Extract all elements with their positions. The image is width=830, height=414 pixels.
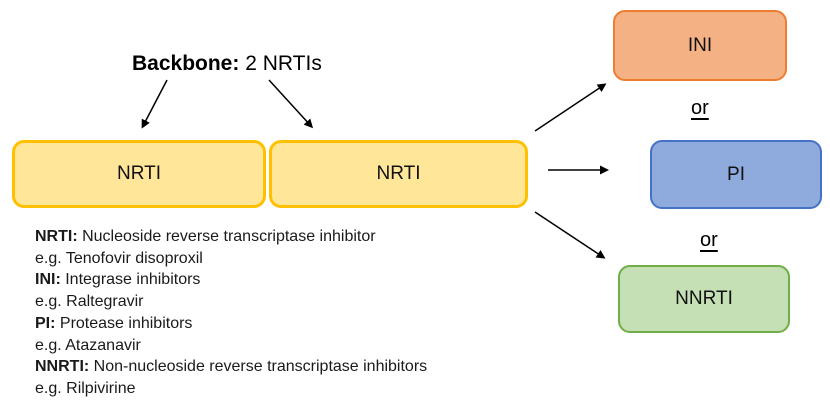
pi-box-label: PI: [727, 163, 745, 185]
or-label-1: or: [691, 97, 709, 119]
pi-box: PI: [650, 140, 822, 209]
arrow-backbone-to-nrti1: [141, 79, 168, 129]
legend-line-nrti-example: e.g. Tenofovir disoproxil: [35, 249, 203, 267]
ini-box-label: INI: [687, 34, 713, 56]
arrow-nrti-to-nnrti: [534, 211, 606, 259]
ini-box: INI: [613, 10, 787, 81]
nnrti-box-label: NNRTI: [675, 288, 733, 309]
legend-line-nnrti-example: e.g. Rilpivirine: [35, 379, 136, 397]
arrow-nrti-to-ini: [534, 83, 607, 132]
legend-line-pi-example: e.g. Atazanavir: [35, 336, 141, 354]
nrti-box-1-label: NRTI: [117, 163, 161, 184]
legend-line-ini-example: e.g. Raltegravir: [35, 293, 144, 311]
legend-line-nrti: NRTI: Nucleoside reverse transcriptase i…: [35, 228, 376, 245]
nrti-box-2: NRTI: [269, 140, 528, 208]
nrti-box-2-label: NRTI: [376, 163, 421, 184]
or-label-2: or: [700, 229, 718, 251]
legend: NRTI: Nucleoside reverse transcriptase i…: [35, 226, 427, 400]
arrow-backbone-to-nrti2: [268, 79, 314, 129]
backbone-title-rest: 2 NRTIs: [239, 52, 322, 75]
nnrti-box: NNRTI: [618, 265, 790, 333]
backbone-title-bold: Backbone:: [132, 52, 240, 75]
backbone-title: Backbone: 2 NRTIs: [132, 52, 322, 75]
legend-line-pi: PI: Protease inhibitors: [35, 314, 193, 332]
nrti-box-1: NRTI: [12, 140, 266, 208]
legend-line-nnrti: NNRTI: Non-nucleoside reverse transcript…: [35, 358, 428, 376]
legend-line-ini: INI: Integrase inhibitors: [35, 271, 201, 289]
